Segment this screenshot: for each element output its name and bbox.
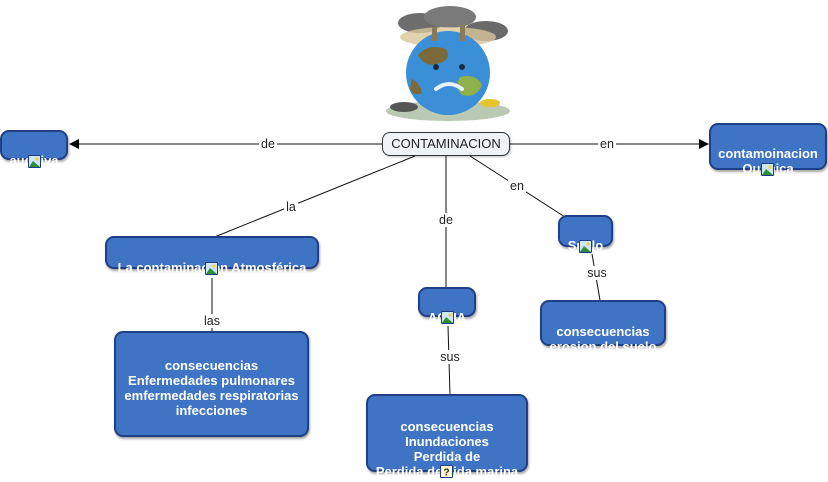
root-concept-contaminacion[interactable]: CONTAMINACION xyxy=(382,132,510,156)
link-label-de: de xyxy=(437,213,455,227)
link-label-sus: sus xyxy=(438,350,462,364)
concept-consecuencias-suelo[interactable]: consecuencias erosion del suelo xyxy=(540,300,666,354)
svg-text:?: ? xyxy=(443,468,449,478)
link-label-las: las xyxy=(202,314,222,328)
concept-label: consecuencias Inundaciones Perdida de Pe… xyxy=(375,419,519,479)
concept-label: consecuencias erosion del suelo xyxy=(549,324,657,354)
concept-label: consecuencias Enfermedades pulmonares em… xyxy=(124,358,299,418)
link-label-en: en xyxy=(508,179,526,193)
document-resource-icon[interactable]: ? xyxy=(440,465,453,478)
link-label-la: la xyxy=(284,200,298,214)
image-resource-icon[interactable] xyxy=(441,311,454,324)
image-resource-icon[interactable] xyxy=(761,163,774,176)
concept-consecuencias-agua[interactable]: consecuencias Inundaciones Perdida de Pe… xyxy=(366,394,528,479)
link-label-en: en xyxy=(598,137,616,151)
polluted-earth-illustration xyxy=(378,5,518,123)
link-line-la xyxy=(211,155,416,239)
image-resource-icon[interactable] xyxy=(28,155,41,168)
image-resource-icon[interactable] xyxy=(579,240,592,253)
image-resource-icon[interactable] xyxy=(205,262,218,275)
link-label-sus: sus xyxy=(585,266,609,280)
concept-consecuencias-atmosfera[interactable]: consecuencias Enfermedades pulmonares em… xyxy=(114,331,309,437)
link-label-de: de xyxy=(259,137,277,151)
concept-contaminacion-quimica[interactable]: contamoinacion Química xyxy=(709,123,827,176)
